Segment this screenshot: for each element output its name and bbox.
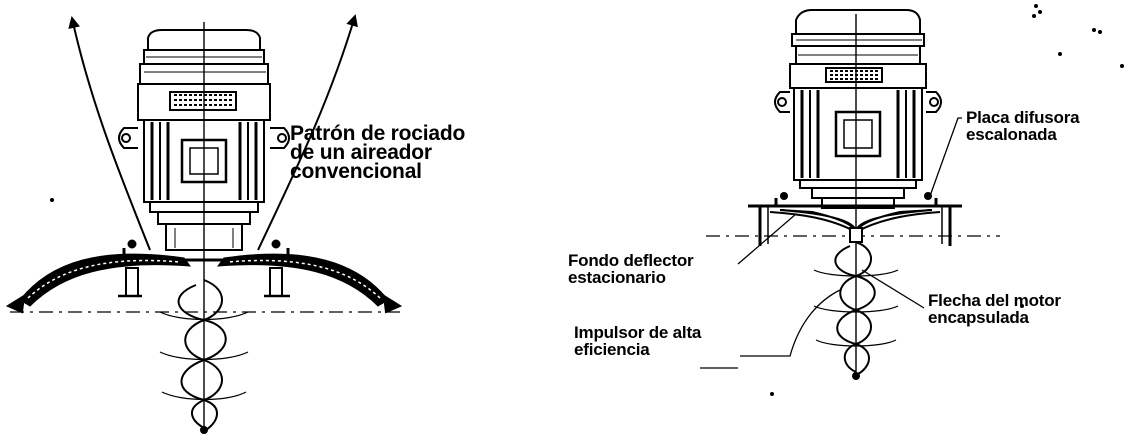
spray-arrow-left bbox=[68, 16, 150, 250]
motor-shaft-label: Flecha del motor encapsulada bbox=[928, 292, 1061, 326]
spray-arrow-right bbox=[258, 14, 358, 250]
shaft-line-2: encapsulada bbox=[928, 308, 1029, 327]
lifting-ear-right bbox=[270, 128, 289, 148]
lifting-ear-left bbox=[119, 128, 138, 148]
impeller-line-1: Impulsor de alta bbox=[574, 323, 702, 342]
leader-diffuser bbox=[930, 118, 962, 196]
shaft-line-1: Flecha del motor bbox=[928, 291, 1061, 310]
conventional-aerator bbox=[8, 14, 400, 433]
deflector-line-2: estacionario bbox=[568, 268, 666, 287]
motor-band-right bbox=[790, 64, 926, 88]
impeller-right bbox=[814, 242, 898, 379]
diffuser-plate-label: Placa difusora escalonada bbox=[966, 108, 1080, 144]
spray-pattern-line-2: de un aireador bbox=[290, 141, 432, 164]
impeller-label: Impulsor de alta eficiencia bbox=[574, 324, 701, 358]
spray-pattern-line-3: convencional bbox=[290, 160, 422, 183]
diffuser-line-1: Placa difusora bbox=[966, 108, 1080, 127]
spray-sheet-left bbox=[20, 254, 190, 306]
spray-sheet-right bbox=[218, 254, 388, 306]
deflector-line-1: Fondo deflector bbox=[568, 251, 694, 270]
leader-impeller bbox=[740, 290, 840, 356]
motor-body-right bbox=[794, 88, 922, 180]
motor-cap-right bbox=[792, 10, 924, 64]
lifting-ear-right-1 bbox=[775, 92, 790, 112]
diffuser-line-2: escalonada bbox=[966, 125, 1057, 144]
spray-pattern-label: Patrón de rociado de un aireador convenc… bbox=[290, 122, 466, 183]
leader-deflector bbox=[738, 214, 796, 264]
deflector-bottom-label: Fondo deflector estacionario bbox=[568, 251, 694, 287]
leader-shaft bbox=[862, 270, 924, 308]
impeller-left bbox=[160, 280, 248, 433]
lifting-ear-right-2 bbox=[926, 92, 941, 112]
impeller-line-2: eficiencia bbox=[574, 340, 650, 359]
spray-pattern-line-1: Patrón de rociado bbox=[290, 122, 466, 145]
improved-aerator bbox=[51, 5, 1123, 395]
